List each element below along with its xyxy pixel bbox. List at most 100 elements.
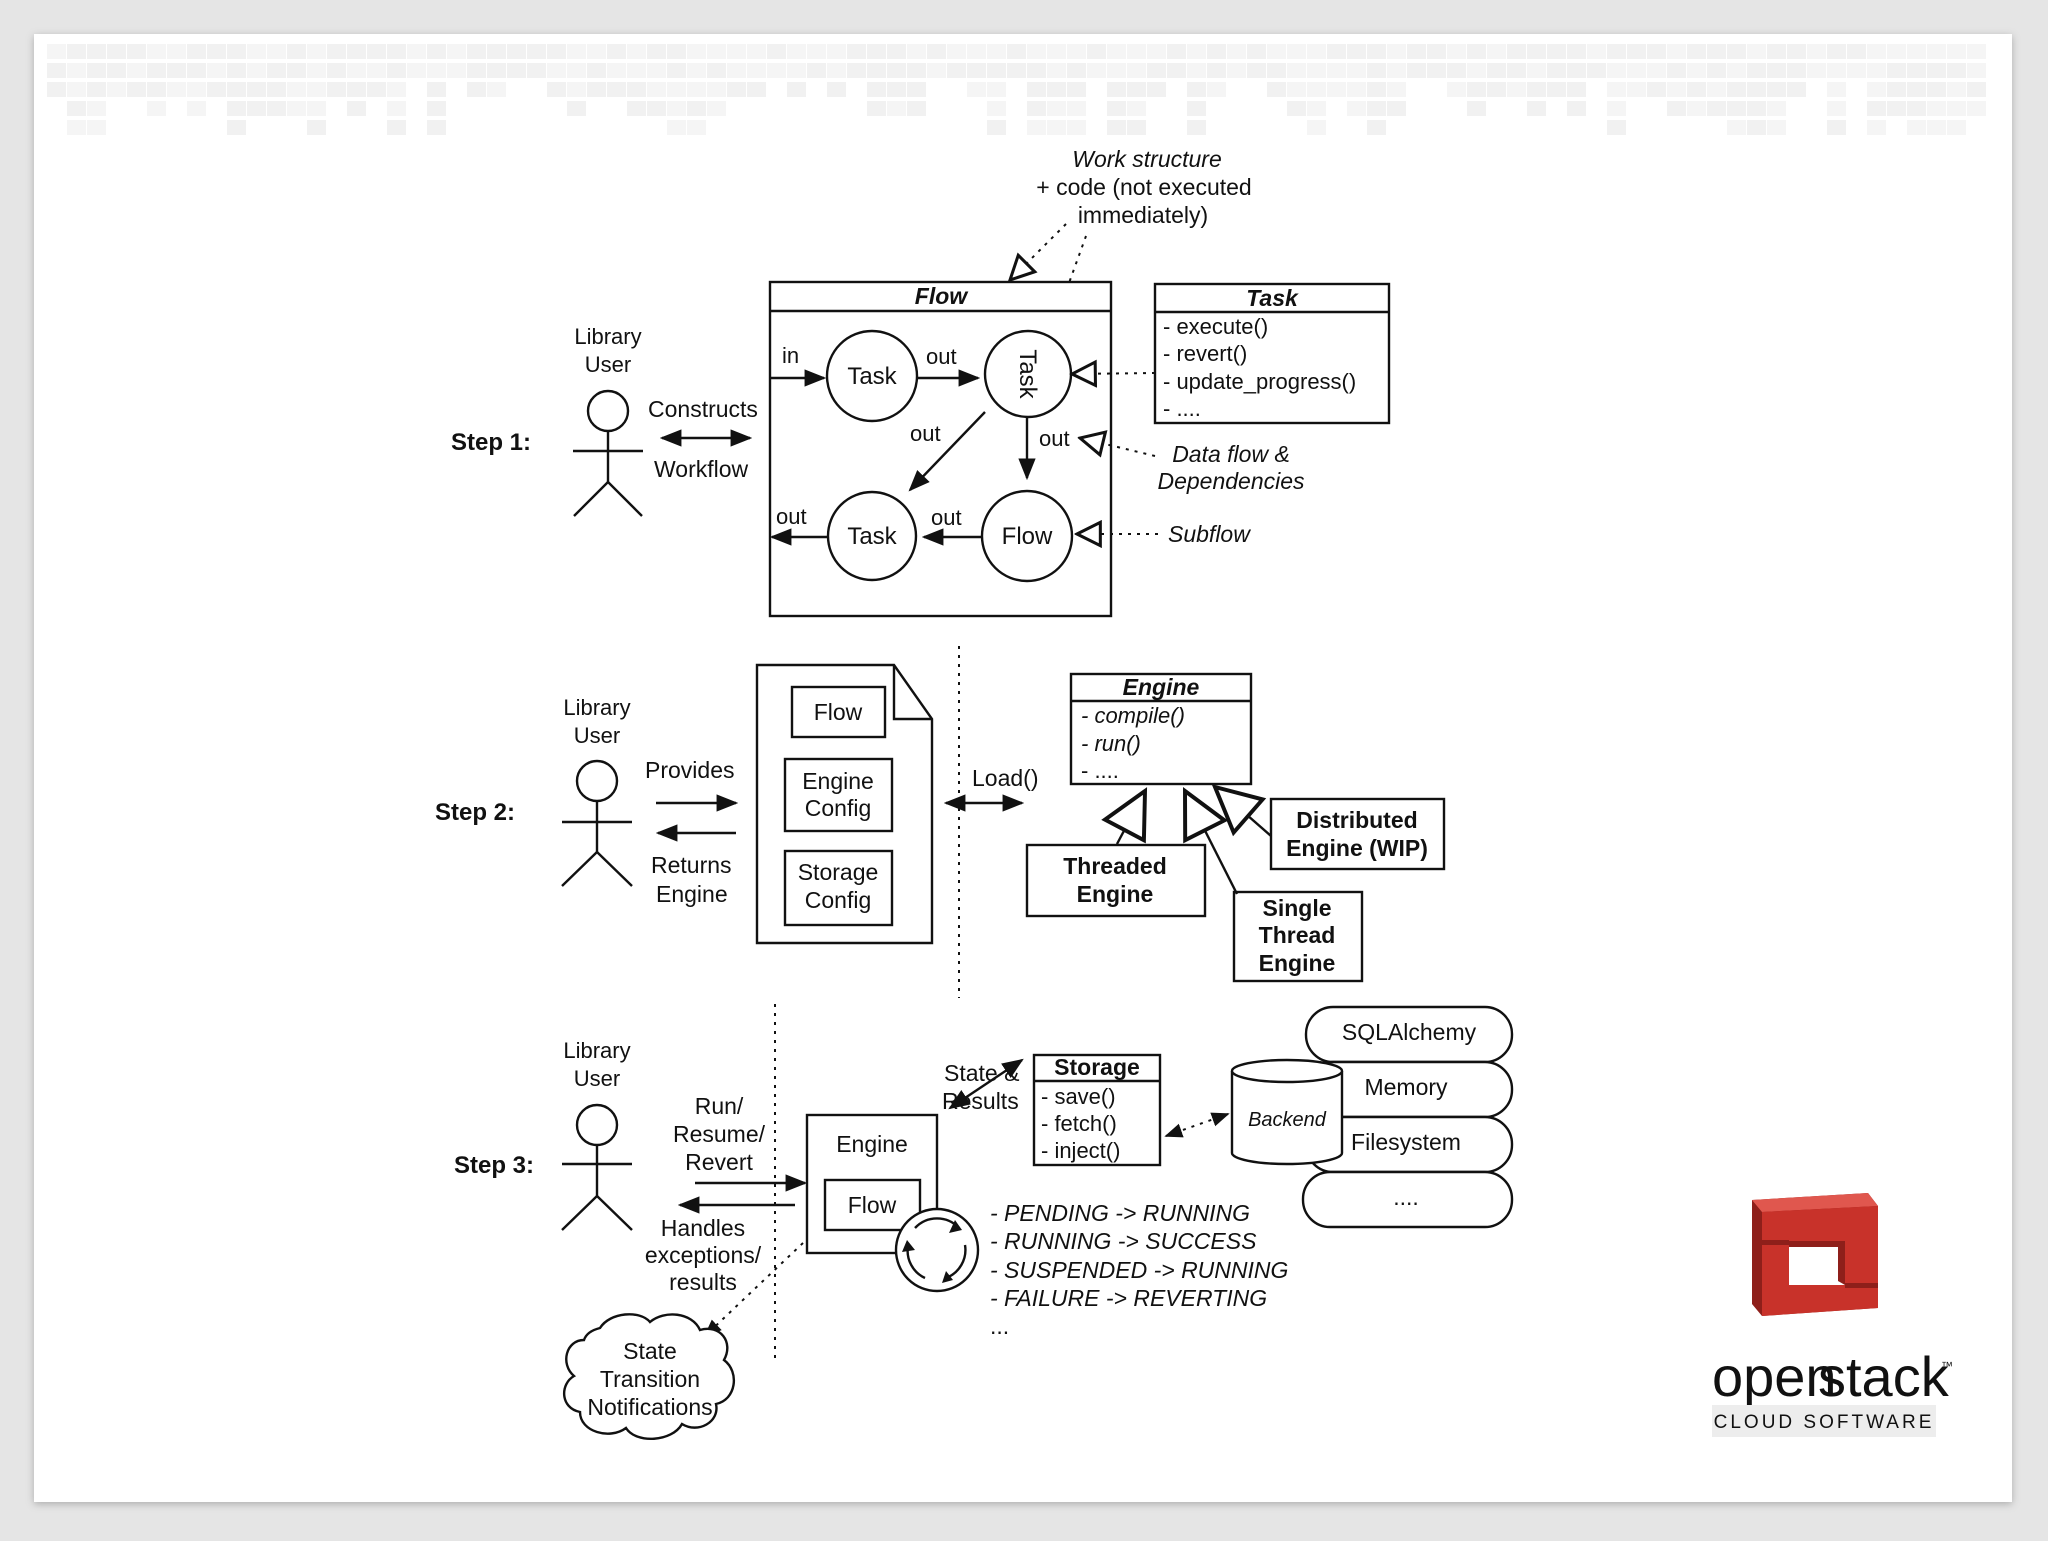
svg-text:...: ... — [990, 1313, 1009, 1339]
edge-out-label-1: out — [926, 344, 957, 369]
run-line3: Revert — [685, 1149, 753, 1175]
storage-class-box: Storage - save() - fetch() - inject() — [1032, 1053, 1162, 1167]
backend-options: SQLAlchemy Memory Filesystem .... — [1301, 1005, 1514, 1229]
svg-text:- SUSPENDED -> RUNNING: - SUSPENDED -> RUNNING — [990, 1257, 1288, 1283]
edge-out-label-2: out — [910, 421, 941, 446]
logo-word-open: open — [1712, 1345, 1837, 1408]
svg-text:- PENDING -> RUNNING: - PENDING -> RUNNING — [990, 1200, 1250, 1226]
edge-out-label-3: out — [1039, 426, 1070, 451]
config-document: Flow Engine Config Storage Config — [755, 663, 934, 945]
constructs-label: Constructs — [648, 396, 758, 422]
engine-class-box: Engine - compile() - run() - .... — [1069, 672, 1253, 786]
edge-out-label-4: out — [931, 505, 962, 530]
svg-text:Single: Single — [1262, 895, 1331, 921]
flow-title: Flow — [915, 283, 969, 309]
node-task-2: Task — [983, 329, 1073, 419]
svg-text:- FAILURE -> REVERTING: - FAILURE -> REVERTING — [990, 1285, 1267, 1311]
state-results-line1: State & — [944, 1060, 1019, 1086]
actor-label-line1: Library — [574, 324, 641, 349]
svg-text:Threaded: Threaded — [1063, 853, 1167, 879]
handles-line2: exceptions/ — [645, 1242, 762, 1268]
svg-text:Config: Config — [805, 887, 871, 913]
svg-text:Flow: Flow — [814, 699, 863, 725]
svg-text:Storage: Storage — [798, 859, 879, 885]
svg-text:Flow: Flow — [1002, 523, 1053, 550]
annotation-line1: Work structure — [1072, 146, 1222, 172]
openstack-logo: open stack ™ CLOUD SOFTWARE — [1712, 1193, 1953, 1437]
provides-label: Provides — [645, 757, 734, 783]
flow-container: Flow — [768, 280, 1113, 618]
svg-text:Task: Task — [1014, 349, 1041, 399]
svg-text:Task: Task — [847, 523, 897, 550]
svg-text:Engine: Engine — [1259, 950, 1336, 976]
dataflow-line1: Data flow & — [1172, 441, 1290, 467]
svg-text:Backend: Backend — [1248, 1109, 1327, 1131]
task-method-3: - update_progress() — [1163, 369, 1356, 394]
svg-text:State: State — [623, 1338, 677, 1364]
svg-text:Engine: Engine — [802, 768, 874, 794]
svg-text:Config: Config — [805, 795, 871, 821]
handles-line1: Handles — [661, 1215, 745, 1241]
actor-label-line2: User — [585, 352, 631, 377]
load-label: Load() — [972, 765, 1038, 791]
annotation-line2: + code (not executed — [1036, 174, 1251, 200]
edge-in-label: in — [782, 343, 799, 368]
handles-line3: results — [669, 1269, 737, 1295]
svg-text:Engine: Engine — [1077, 881, 1154, 907]
step2-label: Step 2: — [435, 799, 515, 826]
state-results-line2: Results — [942, 1088, 1019, 1114]
refresh-cycle-icon — [894, 1207, 980, 1293]
svg-text:Notifications: Notifications — [587, 1394, 712, 1420]
svg-text:Flow: Flow — [848, 1192, 897, 1218]
step3-label: Step 3: — [454, 1152, 534, 1179]
distributed-engine-box: Distributed Engine (WIP) — [1269, 797, 1446, 871]
task-class-title: Task — [1246, 285, 1299, 311]
task-class-box: Task - execute() - revert() - update_pro… — [1153, 282, 1391, 425]
returns-line1: Returns — [651, 852, 732, 878]
header-pixel-band — [47, 44, 1986, 135]
backend-database-icon: Backend — [1230, 1058, 1344, 1166]
run-line1: Run/ — [695, 1093, 744, 1119]
svg-text:Engine: Engine — [836, 1131, 908, 1157]
task-method-1: - execute() — [1163, 314, 1268, 339]
svg-text:Distributed: Distributed — [1296, 807, 1417, 833]
svg-text:Memory: Memory — [1364, 1074, 1448, 1100]
svg-text:Thread: Thread — [1259, 922, 1336, 948]
single-thread-engine-box: Single Thread Engine — [1232, 890, 1364, 983]
node-subflow: Flow — [980, 489, 1074, 583]
step1-actor: Library User — [573, 324, 643, 517]
workflow-label: Workflow — [654, 456, 749, 482]
svg-text:- save(): - save() — [1041, 1084, 1116, 1109]
svg-text:Storage: Storage — [1054, 1054, 1140, 1080]
svg-text:SQLAlchemy: SQLAlchemy — [1342, 1019, 1477, 1045]
state-transitions-list: - PENDING -> RUNNING - RUNNING -> SUCCES… — [990, 1200, 1288, 1339]
task-method-4: - .... — [1163, 396, 1201, 421]
svg-text:Task: Task — [847, 363, 897, 390]
step1-label: Step 1: — [451, 429, 531, 456]
notifications-cloud: State Transition Notifications — [563, 1313, 736, 1441]
svg-text:Library: Library — [563, 1038, 630, 1063]
svg-text:- ....: - .... — [1081, 758, 1119, 783]
logo-tm: ™ — [1941, 1359, 1953, 1373]
svg-text:- inject(): - inject() — [1041, 1138, 1120, 1163]
dataflow-line2: Dependencies — [1157, 468, 1305, 494]
svg-text:Engine (WIP): Engine (WIP) — [1286, 835, 1428, 861]
svg-text:User: User — [574, 1066, 620, 1091]
svg-text:User: User — [574, 723, 620, 748]
subflow-label: Subflow — [1168, 521, 1251, 547]
task-method-2: - revert() — [1163, 341, 1247, 366]
step3-actor: Library User — [561, 1038, 633, 1231]
node-task-1: Task — [825, 329, 919, 423]
svg-text:Library: Library — [563, 695, 630, 720]
svg-text:Transition: Transition — [600, 1366, 700, 1392]
logo-word-stack: stack — [1818, 1345, 1950, 1408]
step2-actor: Library User — [561, 695, 633, 887]
svg-text:Engine: Engine — [1123, 674, 1200, 700]
svg-text:Filesystem: Filesystem — [1351, 1129, 1461, 1155]
threaded-engine-box: Threaded Engine — [1025, 843, 1207, 918]
returns-line2: Engine — [656, 881, 728, 907]
edge-out-label-5: out — [776, 504, 807, 529]
svg-text:....: .... — [1393, 1184, 1419, 1210]
